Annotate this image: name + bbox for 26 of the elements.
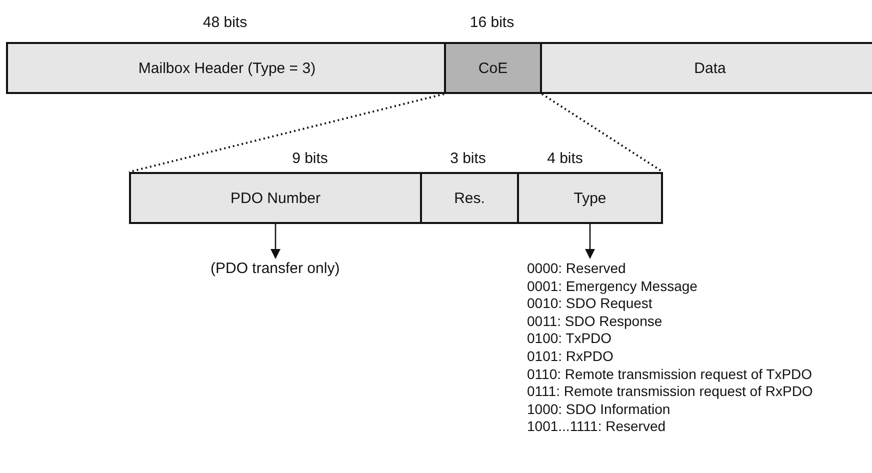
type-code-item: 1000: SDO Information xyxy=(527,400,672,418)
expansion-line xyxy=(541,93,664,173)
pdo-number-field: PDO Number xyxy=(129,172,422,224)
type-code-item: 0101: RxPDO xyxy=(527,348,614,366)
bit-width-label: 3 bits xyxy=(450,150,486,167)
bit-width-label: 48 bits xyxy=(202,14,248,31)
type-field: Type xyxy=(517,172,663,224)
bit-width-label: 16 bits xyxy=(470,14,514,31)
bit-width-label: 9 bits xyxy=(292,150,328,167)
data-field: Data xyxy=(540,42,872,94)
type-code-item: 0011: SDO Response xyxy=(527,312,664,330)
type-code-item: 0111: Remote transmission request of RxPDO xyxy=(527,383,814,401)
type-code-item: 0010: SDO Request xyxy=(527,295,654,313)
type-code-item: 1001...1111: Reserved xyxy=(527,418,667,436)
type-code-item: 0100: TxPDO xyxy=(527,330,613,348)
header-field: Mailbox Header (Type = 3) xyxy=(6,42,446,94)
type-code-item: 0110: Remote transmission request of TxPDO xyxy=(527,366,814,384)
expansion-line xyxy=(128,93,444,173)
bit-width-label: 4 bits xyxy=(547,150,583,167)
arrow xyxy=(270,224,280,259)
note-text: (PDO transfer only) xyxy=(210,260,340,277)
reserved-field: Res. xyxy=(420,172,519,224)
arrow xyxy=(585,224,595,259)
type-code-item: 0000: Reserved xyxy=(527,260,627,278)
type-code-item: 0001: Emergency Message xyxy=(527,278,698,296)
coe-field: CoE xyxy=(444,42,542,94)
